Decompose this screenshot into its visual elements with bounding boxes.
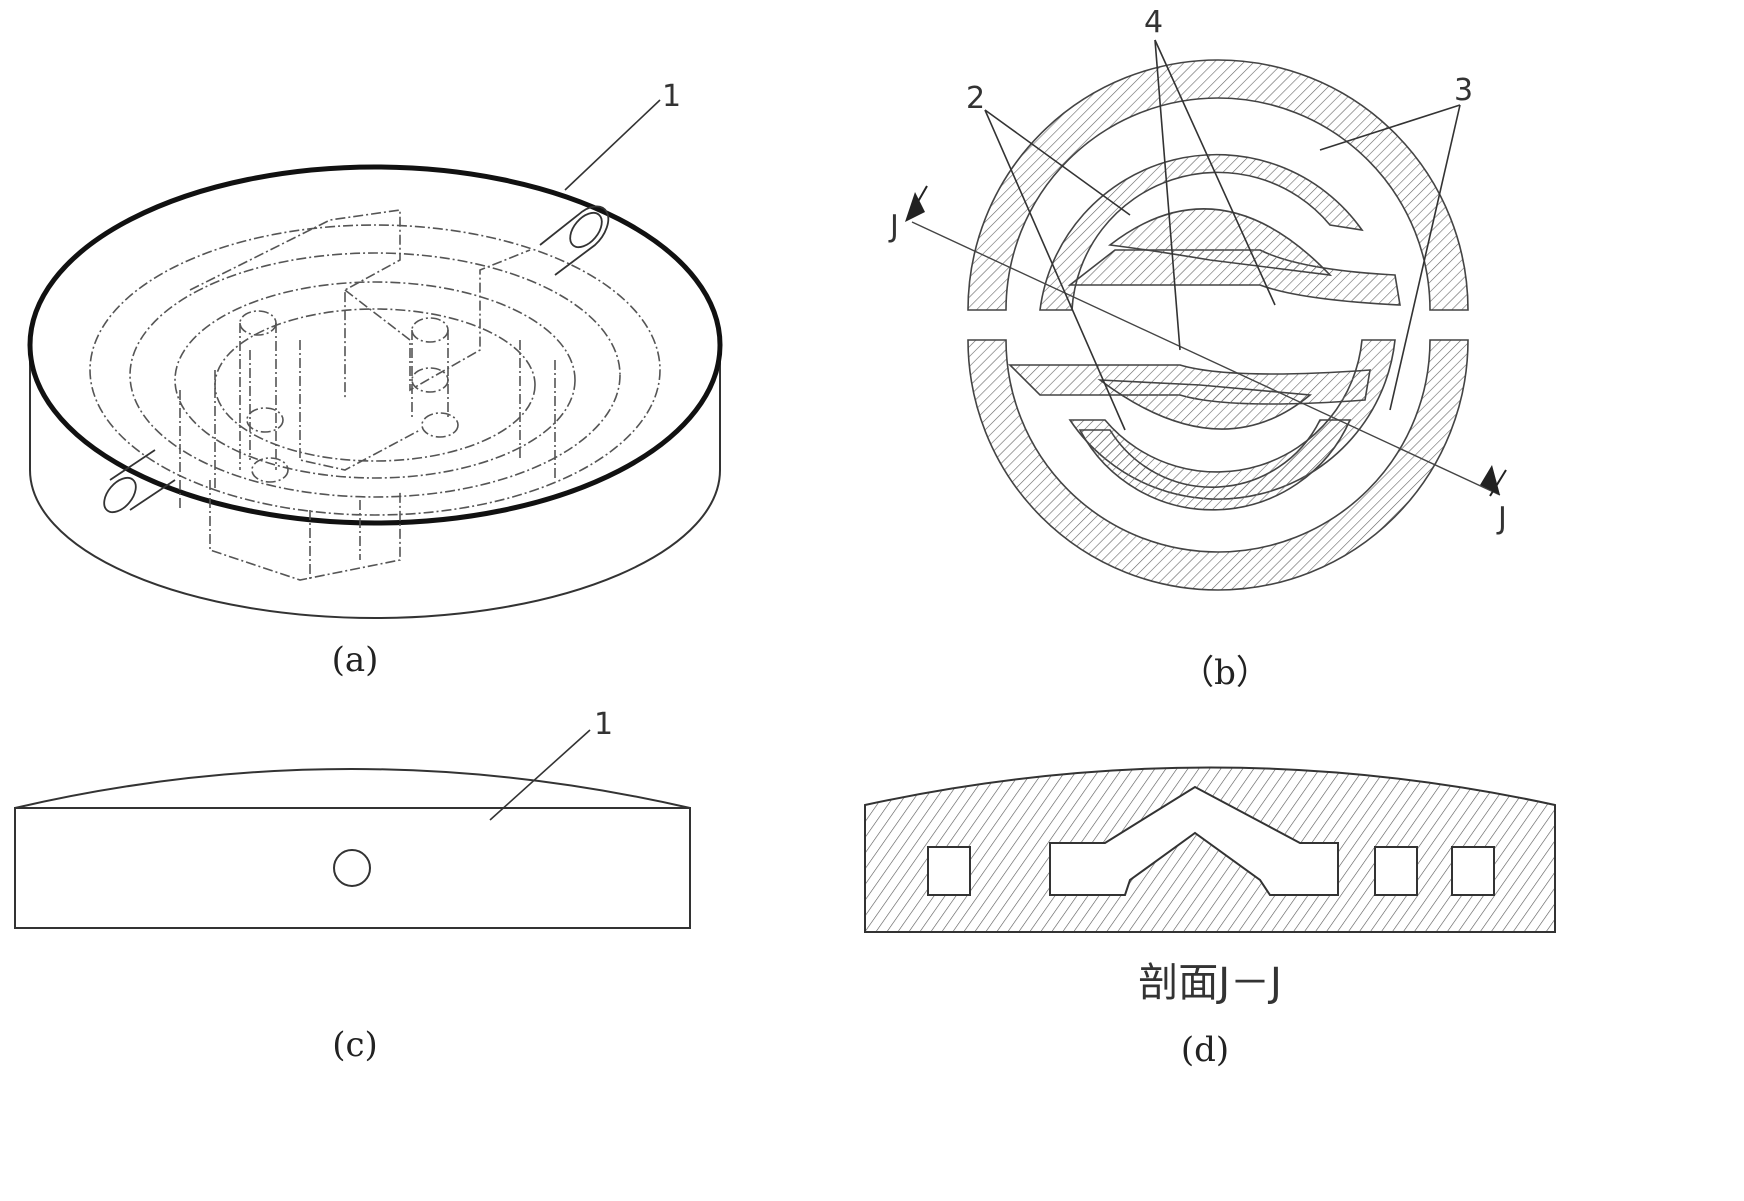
section-mark-top: J bbox=[888, 209, 899, 244]
caption-a: (a) bbox=[331, 640, 379, 680]
callout-1-label-c: 1 bbox=[594, 707, 613, 742]
callout-leaders bbox=[984, 39, 1461, 431]
section-line-j-j bbox=[911, 221, 1501, 496]
section-title: 剖面J－J bbox=[1138, 960, 1282, 1006]
isometric-drawing: 1 bbox=[27, 79, 723, 619]
plan-drawing: J J 2 3 4 bbox=[888, 5, 1507, 591]
callout-1-leader bbox=[564, 99, 661, 191]
callout-1-leader-c bbox=[489, 729, 591, 821]
callout-2-label: 2 bbox=[966, 81, 985, 116]
disk-side-wall bbox=[29, 340, 721, 619]
caption-b: （b） bbox=[1180, 653, 1270, 693]
disk-top-edge bbox=[27, 164, 723, 526]
side-pipe-hole bbox=[333, 849, 371, 887]
caption-d: (d) bbox=[1180, 1030, 1230, 1070]
panel-a-isometric-view: 1 bbox=[0, 40, 760, 700]
side-drawing: 1 bbox=[14, 707, 691, 929]
callout-1-label: 1 bbox=[662, 79, 681, 114]
hatched-solid-regions bbox=[967, 59, 1469, 591]
section-drawing bbox=[864, 766, 1556, 933]
hidden-channel-lines bbox=[89, 209, 661, 581]
panel-d-section-view bbox=[860, 750, 1570, 940]
side-body-rect bbox=[14, 807, 691, 929]
panel-b-plan-view: J J 2 3 4 bbox=[880, 0, 1560, 600]
side-dome-outline bbox=[14, 768, 691, 809]
panel-c-side-view: 1 bbox=[0, 690, 720, 960]
caption-c: (c) bbox=[332, 1025, 378, 1065]
callout-3-label: 3 bbox=[1454, 73, 1473, 108]
inlet-outlet-pipes bbox=[103, 205, 610, 514]
section-mark-bottom: J bbox=[1496, 501, 1507, 536]
callout-4-label: 4 bbox=[1144, 5, 1163, 40]
section-channel-cutouts bbox=[927, 785, 1495, 896]
